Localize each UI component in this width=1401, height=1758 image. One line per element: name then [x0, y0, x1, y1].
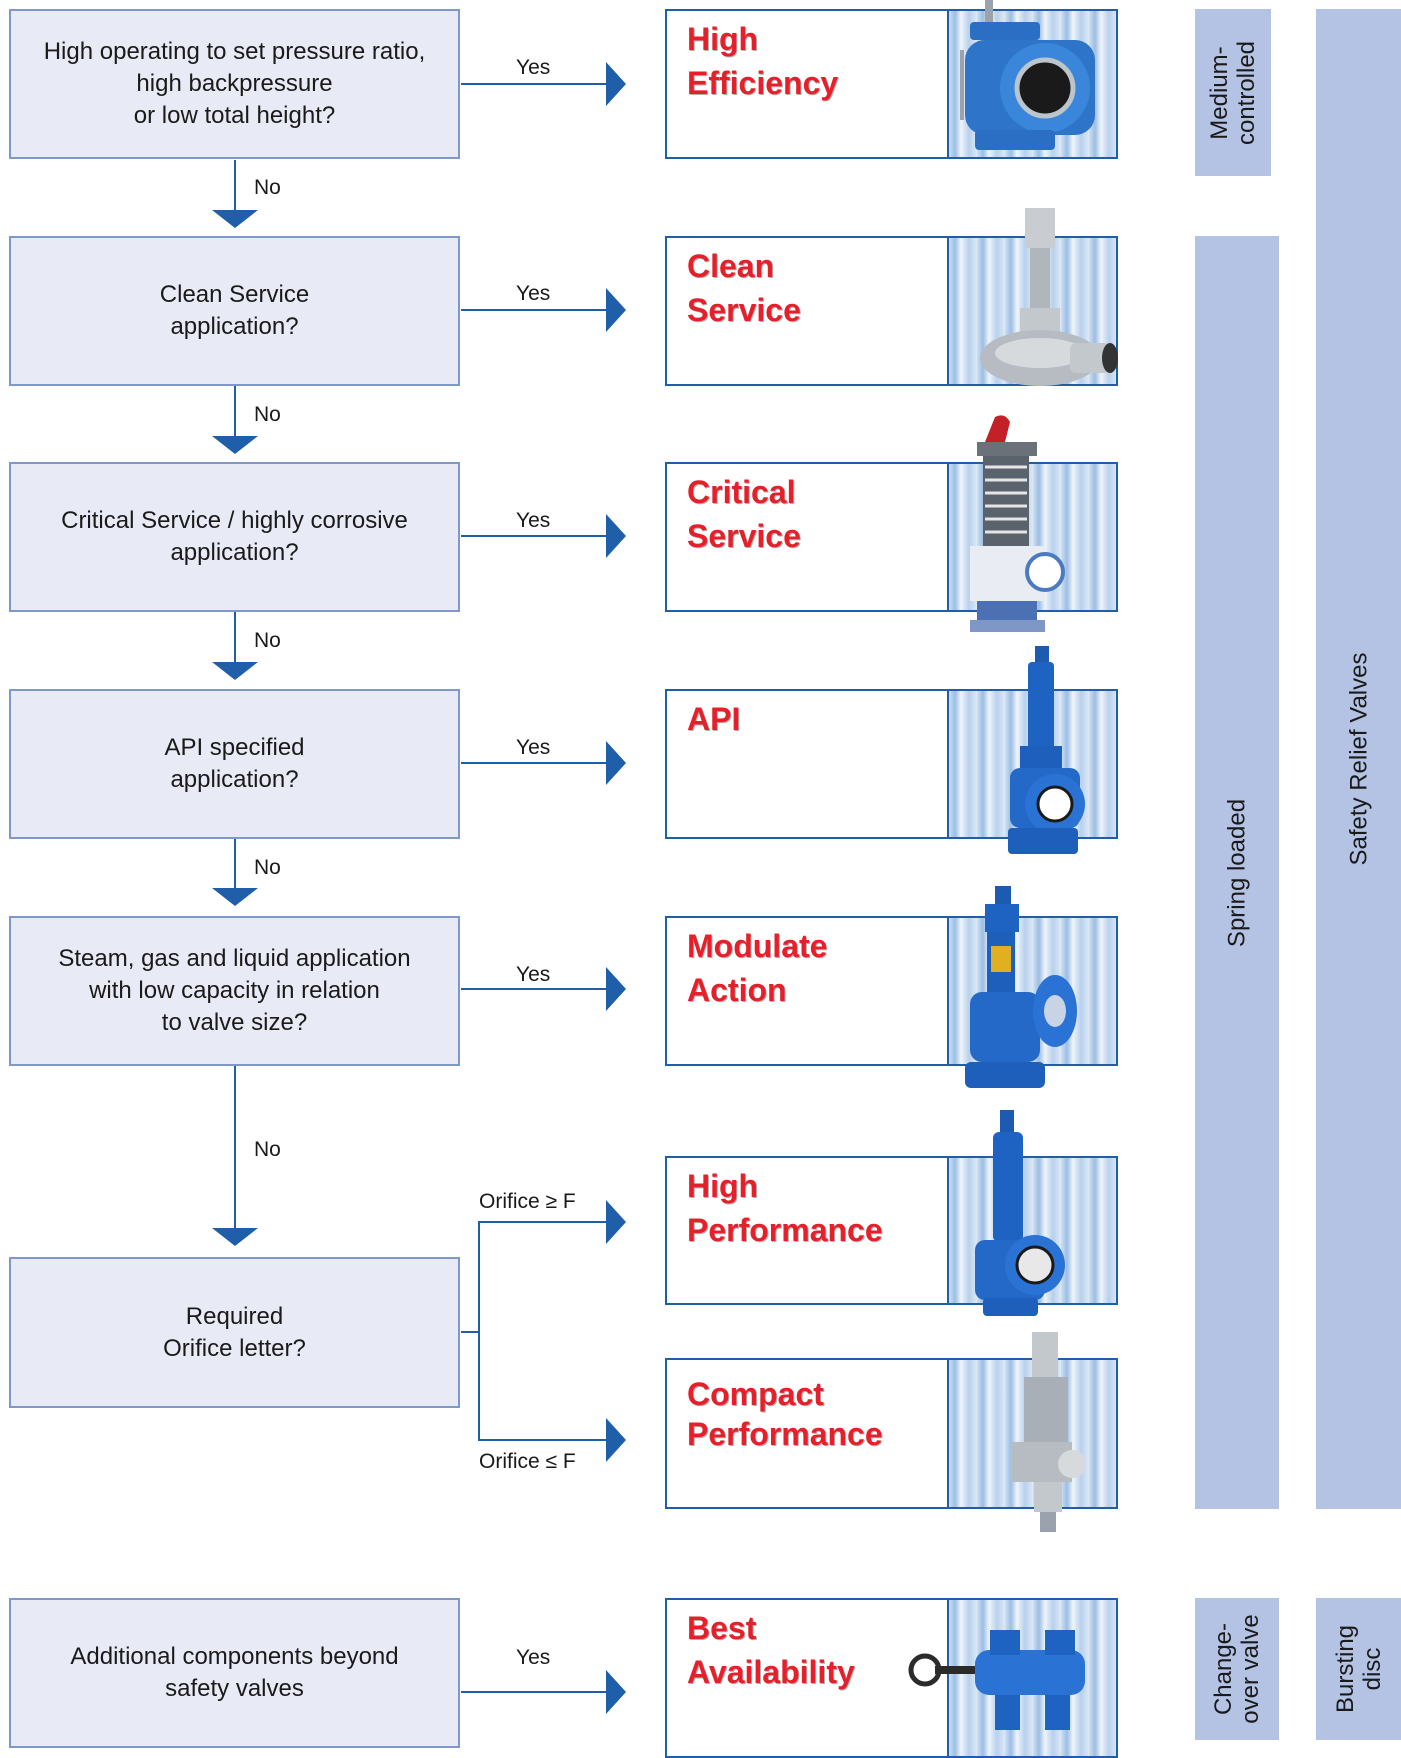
orifice-ge-label: Orifice ≥ F — [479, 1190, 576, 1213]
product-title: Compact Performance — [687, 1376, 883, 1452]
compact-valve-icon — [1012, 1332, 1086, 1532]
changeover-valve-icon — [908, 1630, 1085, 1730]
product-title: High Performance — [687, 1168, 883, 1248]
orifice-branch-lower — [478, 1332, 612, 1441]
band-bursting-disc: Bursting disc — [1316, 1598, 1401, 1740]
no-label: No — [254, 403, 281, 426]
yes-arrowhead-5 — [606, 967, 626, 1011]
question-box-modulate: Steam, gas and liquid application with l… — [9, 916, 460, 1066]
band-label: Change- over valve — [1210, 1614, 1264, 1724]
band-label: Medium- controlled — [1206, 40, 1260, 145]
product-card-high-performance: High Performance — [665, 1156, 1118, 1305]
question-box-clean-service: Clean Service application? — [9, 236, 460, 386]
yes-label: Yes — [516, 56, 551, 79]
no-label: No — [254, 176, 281, 199]
question-box-api: API specified application? — [9, 689, 460, 839]
no-arrowhead-1 — [212, 210, 258, 228]
no-arrowhead-4 — [212, 888, 258, 906]
product-title: API — [687, 701, 741, 737]
orifice-branch — [461, 1221, 612, 1333]
yes-arrowhead-4 — [606, 741, 626, 785]
band-safety-relief-valves: Safety Relief Valves — [1316, 9, 1401, 1509]
question-box-efficiency: High operating to set pressure ratio, hi… — [9, 9, 460, 159]
high-performance-valve-icon — [975, 1110, 1065, 1316]
no-arrowhead-5 — [212, 1228, 258, 1246]
no-arrowhead-3 — [212, 662, 258, 680]
yes-arrowhead-2 — [606, 288, 626, 332]
no-label: No — [254, 856, 281, 879]
question-box-orifice: Required Orifice letter? — [9, 1257, 460, 1408]
band-medium-controlled: Medium- controlled — [1195, 9, 1271, 176]
band-label: Bursting disc — [1331, 1624, 1386, 1714]
yes-label: Yes — [516, 282, 551, 305]
modulate-valve-icon — [965, 886, 1077, 1088]
band-spring-loaded: Spring loaded — [1195, 236, 1279, 1509]
orifice-arrowhead-le — [606, 1418, 626, 1462]
orifice-le-label: Orifice ≤ F — [479, 1450, 576, 1473]
orifice-arrowhead-ge — [606, 1200, 626, 1244]
yes-arrowhead-1 — [606, 62, 626, 106]
yes-label: Yes — [516, 736, 551, 759]
no-label: No — [254, 1138, 281, 1161]
yes-label: Yes — [516, 963, 551, 986]
yes-arrowhead-3 — [606, 514, 626, 558]
pilot-valve-icon — [960, 0, 1095, 150]
no-label: No — [254, 629, 281, 652]
product-title: Modulate Action — [687, 928, 828, 1008]
band-label: Spring loaded — [1223, 798, 1251, 947]
question-box-critical-service: Critical Service / highly corrosive appl… — [9, 462, 460, 612]
no-arrowhead-2 — [212, 436, 258, 454]
yes-arrowhead-6 — [606, 1670, 626, 1714]
product-title: Critical Service — [687, 474, 801, 554]
api-valve-icon — [1008, 646, 1085, 854]
product-title: Clean Service — [687, 248, 801, 328]
product-title: Best Availability — [687, 1610, 855, 1690]
product-title: High Efficiency — [687, 21, 839, 101]
clean-valve-icon — [980, 208, 1118, 386]
band-label: Safety Relief Valves — [1345, 652, 1372, 866]
yes-label: Yes — [516, 509, 551, 532]
yes-label: Yes — [516, 1646, 551, 1669]
band-changeover-valve: Change- over valve — [1195, 1598, 1279, 1740]
question-box-additional-components: Additional components beyond safety valv… — [9, 1598, 460, 1748]
critical-valve-icon — [970, 415, 1065, 632]
